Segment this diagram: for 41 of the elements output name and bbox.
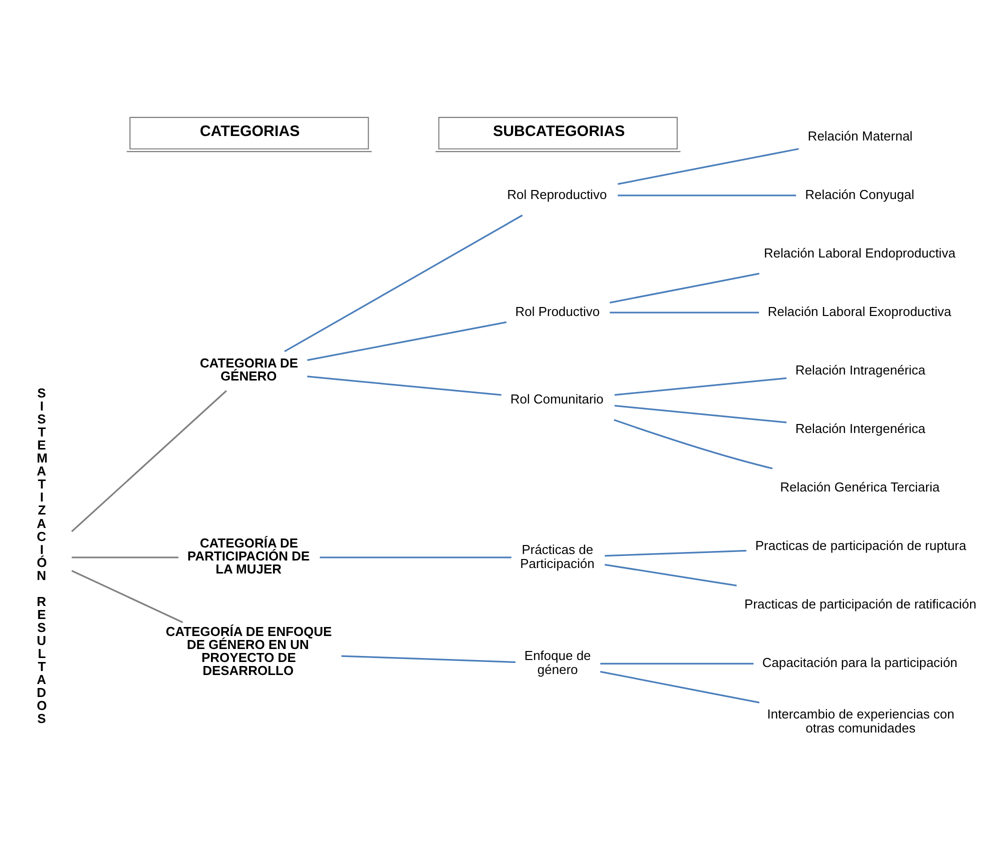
node-text: Relación Conyugal — [805, 186, 914, 202]
connector — [610, 311, 759, 313]
node-text: CATEGORÍA DE ENFOQUE DE GÉNERO EN UN PROYECTO DE DESARROLLO — [166, 624, 332, 678]
connector — [307, 320, 507, 360]
connector — [604, 549, 746, 556]
connector — [614, 404, 787, 423]
connector — [71, 390, 227, 532]
node-text: Relación Laboral Exoproductiva — [768, 303, 952, 318]
node-text: Relación Intragenérica — [795, 362, 926, 377]
connector — [307, 375, 502, 396]
connector — [320, 556, 512, 558]
connector — [610, 272, 760, 303]
connector — [284, 214, 523, 352]
node-text: Enfoque de género — [524, 647, 591, 677]
node-text: Relación Intergenérica — [795, 420, 926, 436]
node-text: Relación Laboral Endoproductiva — [764, 244, 956, 260]
node-text: Relación Genérica Terciaria — [780, 478, 940, 494]
node-text: Rol Productivo — [515, 303, 600, 318]
connector — [618, 194, 796, 196]
connector — [604, 563, 737, 586]
connector — [600, 670, 760, 703]
connector — [341, 654, 516, 662]
node-text: SISTEMATIZACIÓN RESULTADOS — [36, 385, 48, 726]
connector — [72, 556, 178, 558]
connector — [600, 662, 754, 664]
label: SUBCATEGORIAS — [493, 122, 625, 140]
label: CATEGORIAS — [200, 122, 300, 140]
node-text: Practicas de participación de ruptura — [755, 537, 966, 552]
connector — [71, 569, 184, 623]
node-text: Capacitación para la participación — [762, 654, 958, 670]
connector — [618, 148, 799, 184]
node-text: Practicas de participación de ratificación — [744, 596, 976, 611]
node-text: Rol Comunitario — [510, 391, 604, 406]
node-text: Relación Maternal — [808, 128, 913, 143]
connector — [614, 376, 787, 396]
node-text: CATEGORÍA DE PARTICIPACIÓN DE LA MUJER — [187, 534, 310, 576]
node-text: CATEGORIA DE GÉNERO — [200, 354, 298, 383]
node-text: Intercambio de experiencias con otras comunidades — [767, 706, 954, 736]
node-text: Prácticas de Participación — [520, 541, 595, 570]
node-text: Rol Reproductivo — [507, 186, 607, 202]
connector — [614, 418, 773, 469]
